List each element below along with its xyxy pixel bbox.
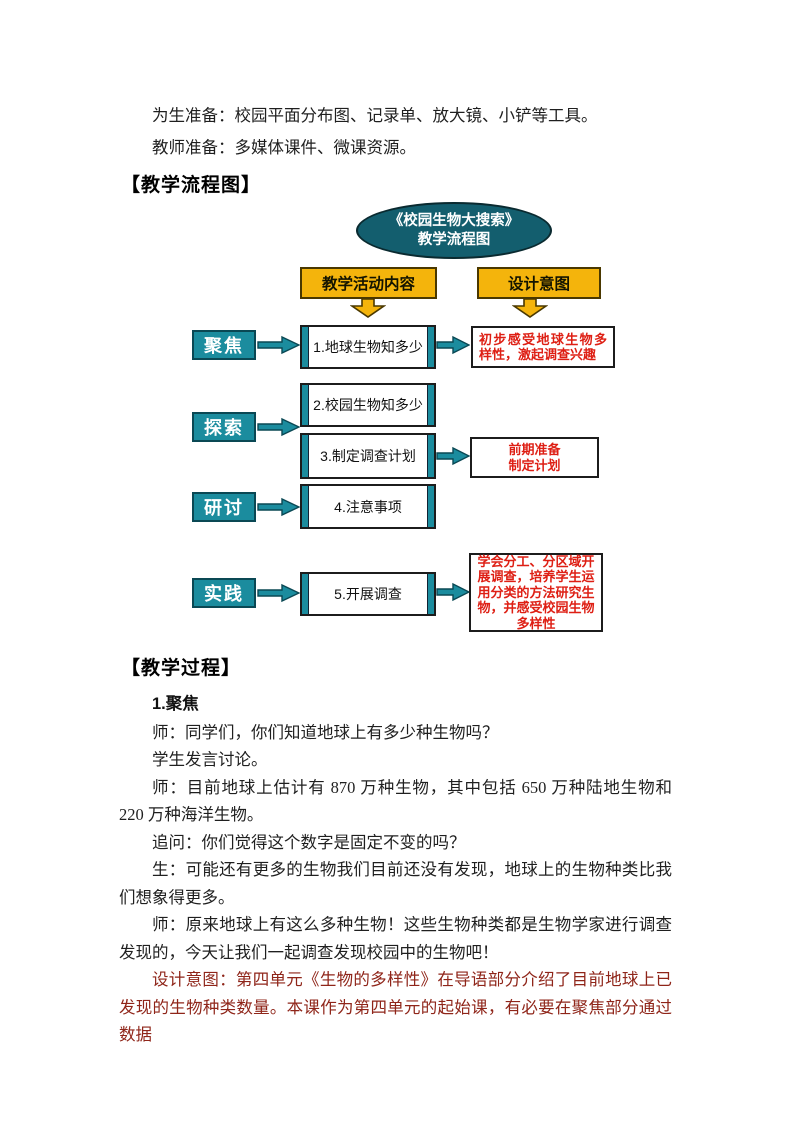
step-side-bar [427, 486, 434, 527]
flowchart-title-line2: 教学流程图 [417, 231, 491, 248]
intent-box-2: 前期准备 制定计划 [470, 437, 599, 478]
down-arrow-icon [512, 298, 548, 318]
teaching-process-section: 【教学过程】 1.聚焦 师：同学们，你们知道地球上有多少种生物吗？ 学生发言讨论… [119, 645, 672, 1049]
step-box-4: 4.注意事项 [300, 484, 436, 529]
right-arrow-icon [257, 497, 300, 517]
right-arrow-icon [257, 335, 300, 355]
stage-label-practice: 实践 [192, 578, 256, 608]
dialogue-paragraph: 师：目前地球上估计有 870 万种生物，其中包括 650 万种陆地生物和 220… [119, 777, 672, 825]
stage-label-focus: 聚焦 [192, 330, 256, 360]
intent-box-3: 学会分工、分区域开展调查，培养学生运用分类的方法研究生物，并感受校园生物多样性 [469, 553, 603, 632]
step-side-bar [427, 327, 434, 367]
right-arrow-icon [436, 582, 470, 602]
step-side-bar [302, 574, 309, 614]
dialogue-paragraph: 生：可能还有更多的生物我们目前还没有发现，地球上的生物种类比我们想象得更多。 [119, 860, 672, 907]
step-box-2: 2.校园生物知多少 [300, 383, 436, 427]
dialogue-paragraph: 师：原来地球上有这么多种生物！这些生物种类都是生物学家进行调查发现的，今天让我们… [119, 915, 672, 962]
flowchart-title-line1: 《校园生物大搜索》 [388, 212, 520, 229]
dialogue-paragraph: 追问：你们觉得这个数字是固定不变的吗？ [152, 832, 466, 852]
step-side-bar [427, 385, 434, 425]
teaching-flowchart: 《校园生物大搜索》 教学流程图 教学活动内容 设计意图 聚焦 探索 研讨 实践 [192, 202, 615, 632]
stage-label-discuss: 研讨 [192, 492, 256, 522]
step-label: 2.校园生物知多少 [313, 397, 423, 413]
step-box-1: 1.地球生物知多少 [300, 325, 436, 369]
intent-box-1: 初步感受地球生物多样性，激起调查兴趣 [471, 326, 615, 368]
column-header-intent: 设计意图 [477, 267, 601, 299]
right-arrow-icon [436, 446, 470, 466]
step-box-5: 5.开展调查 [300, 572, 436, 616]
process-step-title: 1.聚焦 [152, 695, 199, 713]
process-section-heading: 【教学过程】 [121, 658, 242, 679]
step-side-bar [302, 385, 309, 425]
step-box-3: 3.制定调查计划 [300, 433, 436, 479]
step-side-bar [302, 327, 309, 367]
step-label: 5.开展调查 [334, 586, 402, 602]
dialogue-paragraph: 师：同学们，你们知道地球上有多少种生物吗？ [152, 722, 499, 742]
prep-students-paragraph: 为生准备：校园平面分布图、记录单、放大镜、小铲等工具。 [152, 106, 598, 125]
step-label: 3.制定调查计划 [320, 448, 416, 464]
design-intent-paragraph: 设计意图：第四单元《生物的多样性》在导语部分介绍了目前地球上已发现的生物种类数量… [119, 970, 672, 1044]
stage-label-explore: 探索 [192, 412, 256, 442]
preparation-section: 为生准备：校园平面分布图、记录单、放大镜、小铲等工具。 教师准备：多媒体课件、微… [119, 102, 672, 197]
right-arrow-icon [257, 417, 300, 437]
down-arrow-icon [350, 298, 386, 318]
dialogue-paragraph: 学生发言讨论。 [152, 750, 268, 769]
step-side-bar [427, 435, 434, 477]
step-side-bar [427, 574, 434, 614]
step-side-bar [302, 435, 309, 477]
right-arrow-icon [436, 335, 470, 355]
prep-teacher-paragraph: 教师准备：多媒体课件、微课资源。 [152, 138, 416, 157]
step-side-bar [302, 486, 309, 527]
flowchart-title-ellipse: 《校园生物大搜索》 教学流程图 [356, 202, 552, 259]
flowchart-section-heading: 【教学流程图】 [121, 174, 262, 196]
right-arrow-icon [257, 583, 300, 603]
step-label: 1.地球生物知多少 [313, 339, 423, 355]
column-header-activities: 教学活动内容 [300, 267, 437, 299]
step-label: 4.注意事项 [334, 498, 402, 515]
